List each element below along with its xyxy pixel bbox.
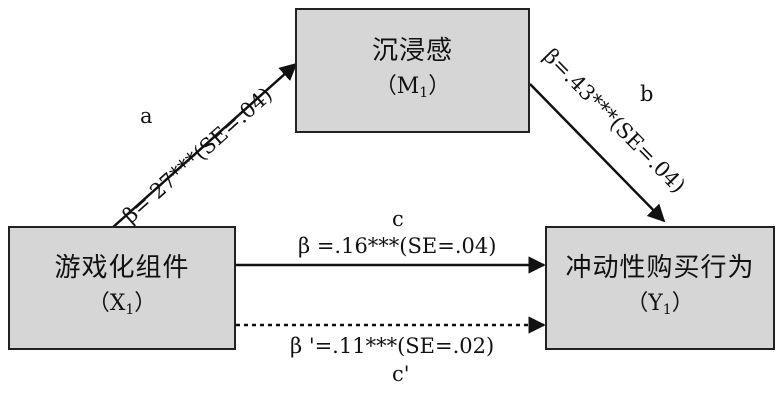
mediator-name: 沉浸感 bbox=[371, 35, 453, 66]
dependent-name: 冲动性购买行为 bbox=[565, 253, 755, 283]
independent-name: 游戏化组件 bbox=[54, 253, 190, 283]
mediator-box: 沉浸感 （M1） bbox=[295, 8, 530, 133]
independent-box: 游戏化组件 （X1） bbox=[8, 226, 236, 350]
mediator-symbol: （M1） bbox=[374, 73, 451, 101]
path-b-arrow bbox=[529, 83, 666, 223]
path-c-stat: β =.16***(SE=.04) bbox=[298, 234, 497, 258]
path-c-letter: c bbox=[392, 207, 404, 231]
path-b-letter: b bbox=[640, 82, 654, 106]
independent-symbol: （X1） bbox=[87, 291, 157, 318]
dependent-symbol: （Y1） bbox=[626, 291, 694, 318]
path-c-prime-letter: c' bbox=[392, 362, 410, 386]
path-a-letter: a bbox=[140, 104, 153, 128]
path-a-arrow bbox=[111, 62, 298, 229]
path-c-prime-stat: β '=.11***(SE=.02) bbox=[290, 334, 495, 358]
dependent-box: 冲动性购买行为 （Y1） bbox=[545, 226, 775, 350]
